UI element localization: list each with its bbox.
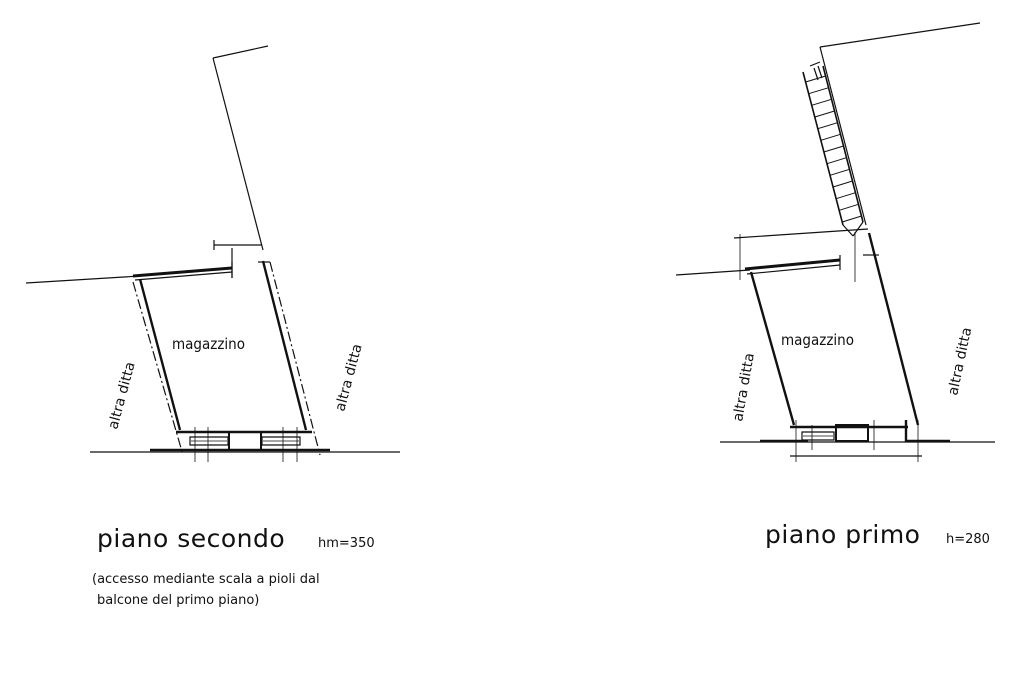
front-facade — [150, 427, 330, 462]
plan-title-2: piano primo — [765, 520, 920, 549]
ladder-rung — [806, 76, 826, 82]
side-label-right: altra ditta — [332, 342, 365, 413]
ladder-rung — [839, 204, 858, 210]
side-label-right-2: altra ditta — [945, 326, 975, 397]
ladder-rung — [812, 99, 832, 105]
party-wall-right — [270, 262, 320, 455]
plan-height-2: h=280 — [946, 532, 990, 547]
side-label-left: altra ditta — [105, 360, 138, 431]
balcony-2 — [734, 229, 868, 282]
room-walls — [140, 261, 306, 430]
plan-note-line-1: (accesso mediante scala a pioli dal — [92, 572, 320, 587]
ladder-rung — [842, 216, 861, 222]
ladder-rung — [836, 193, 855, 199]
room-walls-2 — [751, 233, 918, 425]
ladder-rung — [821, 134, 841, 140]
room-label-magazzino-2: magazzino — [781, 331, 854, 349]
plan-piano-secondo — [26, 46, 400, 462]
room-label-magazzino: magazzino — [172, 335, 245, 353]
balcony — [133, 262, 232, 280]
left-boundary-line-2 — [676, 270, 750, 275]
party-wall-left — [133, 282, 183, 455]
ladder-rung — [809, 88, 829, 94]
plan-height: hm=350 — [318, 536, 375, 551]
ladder — [803, 62, 863, 225]
ladder-rung — [833, 181, 852, 187]
building-top-line-2 — [820, 23, 980, 47]
left-boundary-line — [26, 276, 140, 283]
side-label-left-2: altra ditta — [730, 352, 758, 423]
ladder-rung — [830, 169, 850, 175]
building-top-line — [213, 46, 268, 58]
ladder-rungs — [806, 76, 862, 222]
ladder-rung — [824, 146, 844, 152]
plan-piano-primo — [676, 23, 995, 462]
plan-title: piano secondo — [97, 524, 285, 553]
building-outer-wall — [213, 58, 263, 250]
ladder-rung — [818, 123, 838, 129]
ladder-rung — [815, 111, 835, 117]
plan-note-line-2: balcone del primo piano) — [97, 593, 259, 608]
ladder-rung — [827, 158, 847, 164]
front-facade-2 — [760, 420, 950, 462]
building-outer-wall-2 — [820, 47, 866, 225]
